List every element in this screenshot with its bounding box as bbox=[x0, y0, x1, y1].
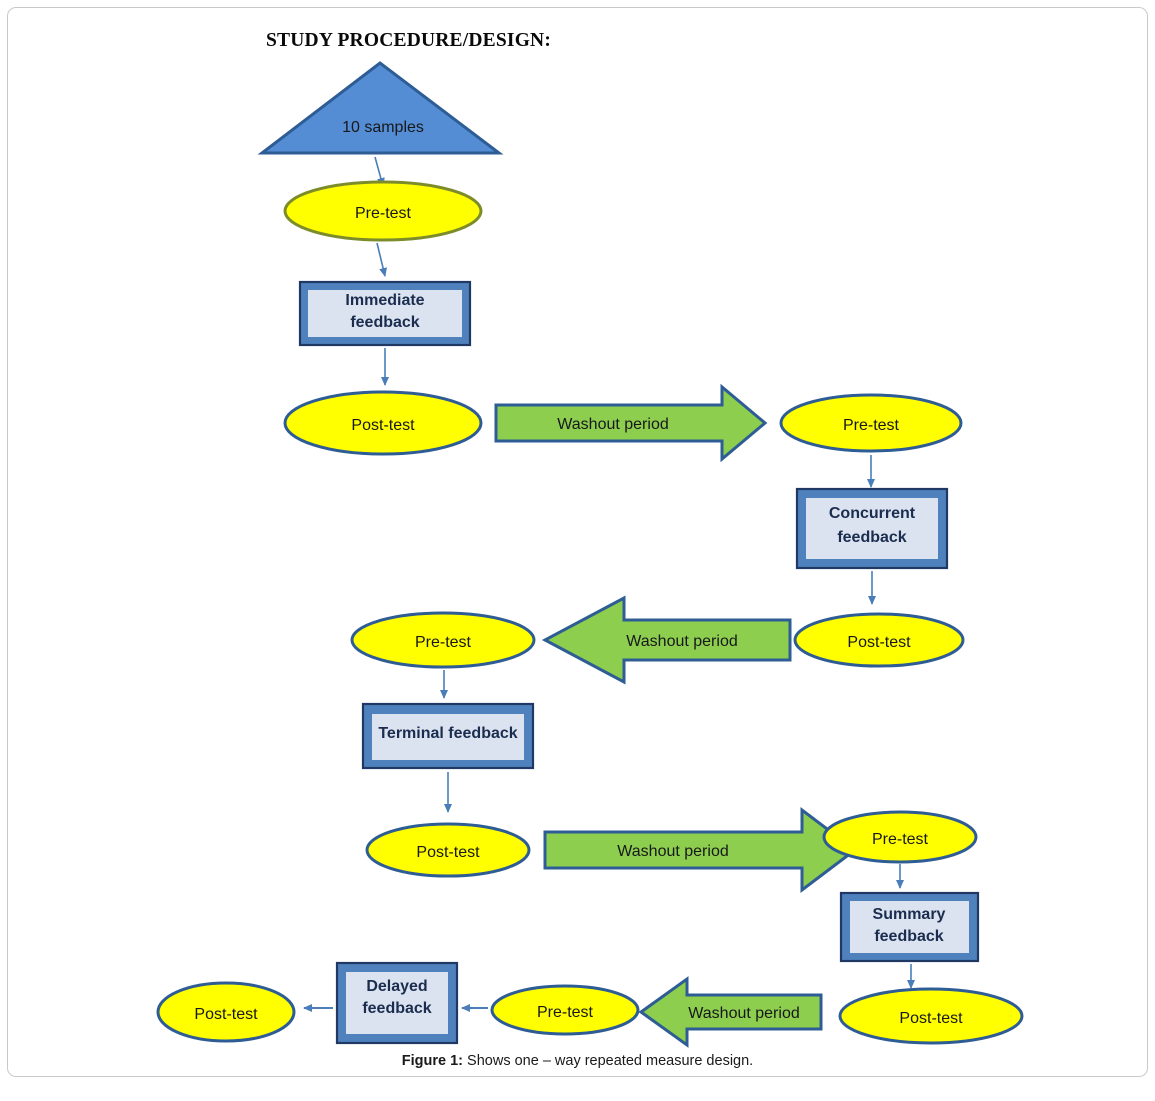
ellipse-shape bbox=[793, 612, 965, 668]
washout-4-label: Washout period bbox=[688, 1005, 799, 1022]
washout-arrow-4: Washout period bbox=[638, 976, 823, 1048]
pretest-5-label: Pre-test bbox=[537, 1004, 594, 1021]
box-fill bbox=[372, 714, 524, 760]
node-summary-feedback: Summary feedback bbox=[839, 891, 980, 963]
arrow-left-shape bbox=[638, 976, 823, 1048]
ellipse-shape bbox=[365, 822, 531, 878]
ellipse-shape bbox=[779, 393, 963, 453]
node-pretest-2: Pre-test bbox=[779, 393, 963, 453]
box-fill bbox=[850, 901, 969, 953]
summary-feedback-label-line2: feedback bbox=[874, 928, 943, 945]
pretest-3-label: Pre-test bbox=[415, 634, 472, 651]
ellipse-shape bbox=[350, 611, 536, 669]
washout-2-label: Washout period bbox=[626, 633, 737, 650]
washout-1-label: Washout period bbox=[557, 416, 668, 433]
ellipse-shape bbox=[283, 180, 483, 242]
posttest-4-label: Post-test bbox=[899, 1010, 963, 1027]
node-posttest-5: Post-test bbox=[156, 981, 296, 1043]
washout-arrow-1: Washout period bbox=[494, 383, 768, 463]
delayed-feedback-label-line2: feedback bbox=[362, 1000, 431, 1017]
ellipse-shape bbox=[156, 981, 296, 1043]
concurrent-feedback-label-line1: Concurrent bbox=[829, 505, 916, 522]
ellipse-shape bbox=[838, 987, 1024, 1045]
connector-pretest1-to-immediate bbox=[376, 242, 388, 277]
node-immediate-feedback: Immediate feedback bbox=[298, 280, 472, 347]
posttest-1-label: Post-test bbox=[351, 417, 415, 434]
page-title: STUDY PROCEDURE/DESIGN: bbox=[266, 30, 552, 51]
box-fill bbox=[346, 972, 448, 1034]
posttest-2-label: Post-test bbox=[847, 634, 911, 651]
node-posttest-4: Post-test bbox=[838, 987, 1024, 1045]
arrow-right-shape bbox=[543, 806, 858, 894]
pretest-2-label: Pre-test bbox=[843, 417, 900, 434]
figure-caption: Figure 1: Shows one – way repeated measu… bbox=[0, 1053, 1155, 1069]
node-pretest-5: Pre-test bbox=[490, 984, 640, 1036]
washout-arrow-3: Washout period bbox=[543, 806, 858, 894]
ellipse-shape bbox=[490, 984, 640, 1036]
pretest-4-label: Pre-test bbox=[872, 831, 929, 848]
node-samples-triangle: 10 samples bbox=[257, 61, 504, 155]
ellipse-shape bbox=[283, 390, 483, 456]
node-concurrent-feedback: Concurrent feedback bbox=[795, 487, 949, 570]
node-terminal-feedback: Terminal feedback bbox=[361, 702, 535, 770]
node-delayed-feedback: Delayed feedback bbox=[335, 961, 459, 1045]
delayed-feedback-label-line1: Delayed bbox=[366, 978, 427, 995]
immediate-feedback-label-line2: feedback bbox=[350, 314, 419, 331]
node-posttest-3: Post-test bbox=[365, 822, 531, 878]
washout-3-label: Washout period bbox=[617, 843, 728, 860]
samples-label: 10 samples bbox=[342, 119, 424, 136]
box-fill bbox=[806, 498, 938, 559]
ellipse-shape bbox=[822, 810, 978, 864]
node-pretest-1: Pre-test bbox=[283, 180, 483, 242]
washout-arrow-2: Washout period bbox=[541, 595, 792, 685]
figure-caption-label: Figure 1: bbox=[401, 1053, 464, 1069]
node-posttest-2: Post-test bbox=[793, 612, 965, 668]
immediate-feedback-label-line1: Immediate bbox=[345, 292, 424, 309]
terminal-feedback-label: Terminal feedback bbox=[378, 725, 517, 742]
posttest-3-label: Post-test bbox=[416, 844, 480, 861]
figure-caption-text: Shows one – way repeated measure design. bbox=[463, 1053, 754, 1069]
arrow-left-shape bbox=[541, 595, 792, 685]
node-posttest-1: Post-test bbox=[283, 390, 483, 456]
node-pretest-4: Pre-test bbox=[822, 810, 978, 864]
box-fill bbox=[308, 290, 462, 337]
arrow-right-shape bbox=[494, 383, 768, 463]
summary-feedback-label-line1: Summary bbox=[873, 906, 946, 923]
posttest-5-label: Post-test bbox=[194, 1006, 258, 1023]
pretest-1-label: Pre-test bbox=[355, 205, 412, 222]
concurrent-feedback-label-line2: feedback bbox=[837, 529, 906, 546]
node-pretest-3: Pre-test bbox=[350, 611, 536, 669]
triangle-shape bbox=[257, 61, 504, 155]
